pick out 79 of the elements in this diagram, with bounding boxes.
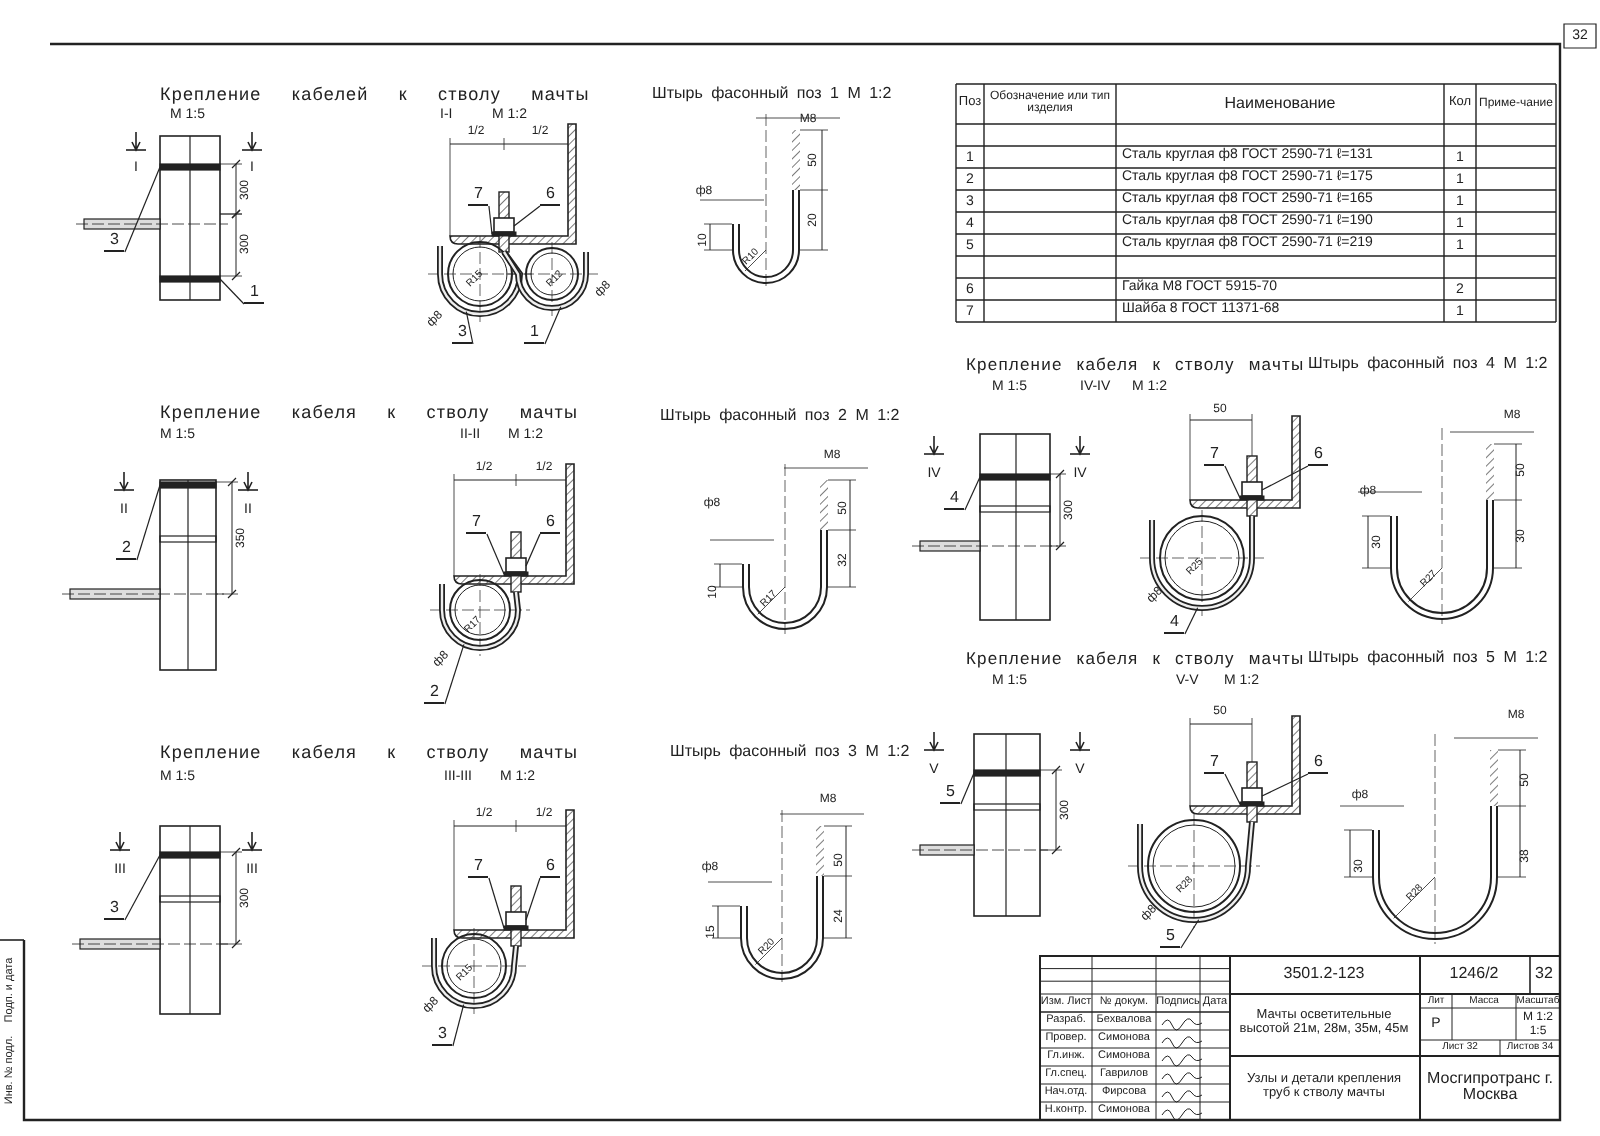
- callout-number: 5: [1160, 928, 1181, 948]
- leader-line: [124, 854, 161, 921]
- leader-line: [136, 484, 161, 561]
- washer: [1239, 495, 1265, 501]
- callout-number: 1: [244, 284, 265, 304]
- washer: [503, 571, 529, 577]
- view-title: Штырь фасонный поз 2 М 1:2: [660, 408, 900, 425]
- callout-number: 6: [540, 858, 561, 878]
- view-title: Крепление кабеля к стволу мачты: [966, 650, 1305, 668]
- leader-line: [488, 205, 493, 235]
- view-title: Штырь фасонный поз 4 М 1:2: [1308, 356, 1548, 373]
- callout-number: 6: [1308, 754, 1329, 774]
- nut: [1241, 787, 1263, 803]
- callout-number: 7: [468, 858, 489, 878]
- nut: [1241, 481, 1263, 497]
- leader-line: [1180, 919, 1200, 949]
- title-block-text: 3501.2-123: [1283, 965, 1365, 983]
- leader-line: [444, 643, 465, 705]
- washer: [1239, 801, 1265, 807]
- leader-line: [1224, 773, 1241, 805]
- leader-line: [1261, 773, 1309, 797]
- leader-line: [1261, 465, 1309, 491]
- callout-number: 6: [540, 514, 561, 534]
- leader-line: [465, 311, 474, 345]
- u-bolt-hook: [501, 250, 589, 311]
- callout-number: 3: [432, 1026, 453, 1046]
- callout-number: 7: [1204, 446, 1225, 466]
- view-title: Штырь фасонный поз 3 М 1:2: [670, 744, 910, 761]
- clamp-band: [159, 851, 221, 859]
- clamp-band: [973, 769, 1041, 777]
- callout-number: 7: [468, 186, 489, 206]
- callout-number: 2: [116, 540, 137, 560]
- leader-line: [488, 877, 505, 929]
- clamp-band: [979, 473, 1051, 481]
- callout-number: 4: [944, 490, 965, 510]
- title-block-text: Мосгипротранс г. Москва: [1424, 1071, 1555, 1105]
- leader-line: [219, 278, 245, 305]
- callout-number: 6: [540, 186, 561, 206]
- u-bolt-hook: [1137, 821, 1255, 923]
- leader-line: [1224, 465, 1241, 499]
- callout-number: 3: [104, 232, 125, 252]
- clamp-band: [159, 481, 217, 489]
- view-title: Крепление кабеля к стволу мачты: [966, 356, 1305, 374]
- leader-line: [960, 772, 975, 805]
- title-block-text: 32: [1535, 965, 1553, 983]
- nut: [493, 217, 515, 233]
- u-bolt-hook: [439, 584, 521, 651]
- callout-number: 7: [1204, 754, 1225, 774]
- callout-number: 5: [940, 784, 961, 804]
- clamp-band: [159, 163, 221, 171]
- leader-line: [513, 205, 541, 227]
- leader-line: [544, 306, 562, 345]
- leader-line: [525, 533, 541, 567]
- leader-line: [124, 166, 161, 253]
- callout-number: 7: [466, 514, 487, 534]
- nut: [505, 557, 527, 573]
- washer: [503, 925, 529, 931]
- leader-line: [964, 476, 981, 511]
- callout-number: 1: [524, 324, 545, 344]
- view-title: Крепление кабеля к стволу мачты: [160, 404, 579, 423]
- title-block-text: 1246/2: [1449, 965, 1499, 983]
- view-title: Штырь фасонный поз 5 М 1:2: [1308, 650, 1548, 667]
- view-title: Крепление кабелей к стволу мачты: [160, 86, 590, 105]
- washer: [491, 231, 517, 237]
- table-header-cell: Наименование: [1224, 95, 1336, 113]
- leader-line: [452, 1004, 465, 1047]
- callout-number: 2: [424, 684, 445, 704]
- nut: [505, 911, 527, 927]
- leader-line: [525, 877, 541, 921]
- u-bolt-hook: [1149, 516, 1255, 611]
- view-title: Крепление кабеля к стволу мачты: [160, 744, 579, 763]
- leader-line: [486, 533, 505, 575]
- callout-number: 6: [1308, 446, 1329, 466]
- clamp-band: [159, 275, 221, 283]
- callout-number: 3: [104, 900, 125, 920]
- callout-number: 4: [1164, 614, 1185, 634]
- leader-line: [1184, 607, 1199, 635]
- callout-number: 3: [452, 324, 473, 344]
- view-title: Штырь фасонный поз 1 М 1:2: [652, 86, 892, 103]
